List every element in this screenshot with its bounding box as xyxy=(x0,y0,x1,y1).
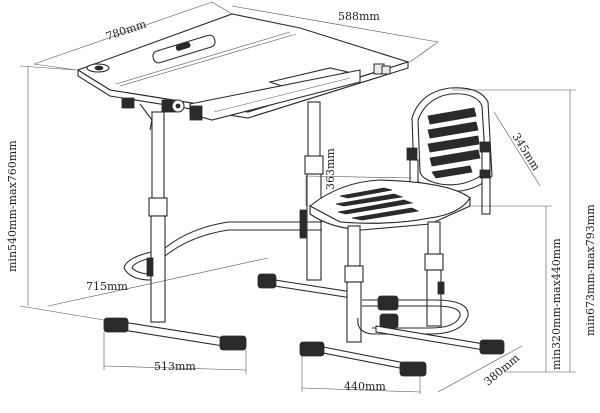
desk-leg-right-upper xyxy=(307,101,321,159)
dim-chair-base-width: 440mm xyxy=(344,380,386,393)
chair-foot-right xyxy=(375,325,497,353)
desk-leg-right-lower xyxy=(306,173,322,281)
chair-footrest xyxy=(357,299,469,335)
dim-desk-depth: 780mm xyxy=(104,17,148,43)
dim-desk-width: 588mm xyxy=(338,10,380,23)
chair-column-lower xyxy=(346,281,362,343)
chair-column-upper xyxy=(347,225,361,267)
dim-desk-base-depth: 715mm xyxy=(86,280,128,293)
chair xyxy=(299,87,505,377)
dim-desk-base-width: 513mm xyxy=(154,360,196,373)
tilt-bracket-left xyxy=(121,97,135,109)
desk-leg-left-upper xyxy=(151,111,165,201)
desk-foot-left xyxy=(109,319,237,349)
dim-desk-height: min540mm-max760mm xyxy=(6,140,19,272)
backrest-slots xyxy=(427,107,481,179)
dim-seat-width: 363mm xyxy=(324,148,337,190)
seat-slots xyxy=(335,187,420,221)
dim-seat-height: min320mm-max440mm xyxy=(550,238,563,370)
dimension-lines xyxy=(19,1,576,394)
dim-backrest-width: 345mm xyxy=(509,131,543,174)
desk-crossbar xyxy=(164,221,322,249)
desk xyxy=(76,13,410,351)
dim-chair-height: min673mm-max793mm xyxy=(584,204,597,336)
